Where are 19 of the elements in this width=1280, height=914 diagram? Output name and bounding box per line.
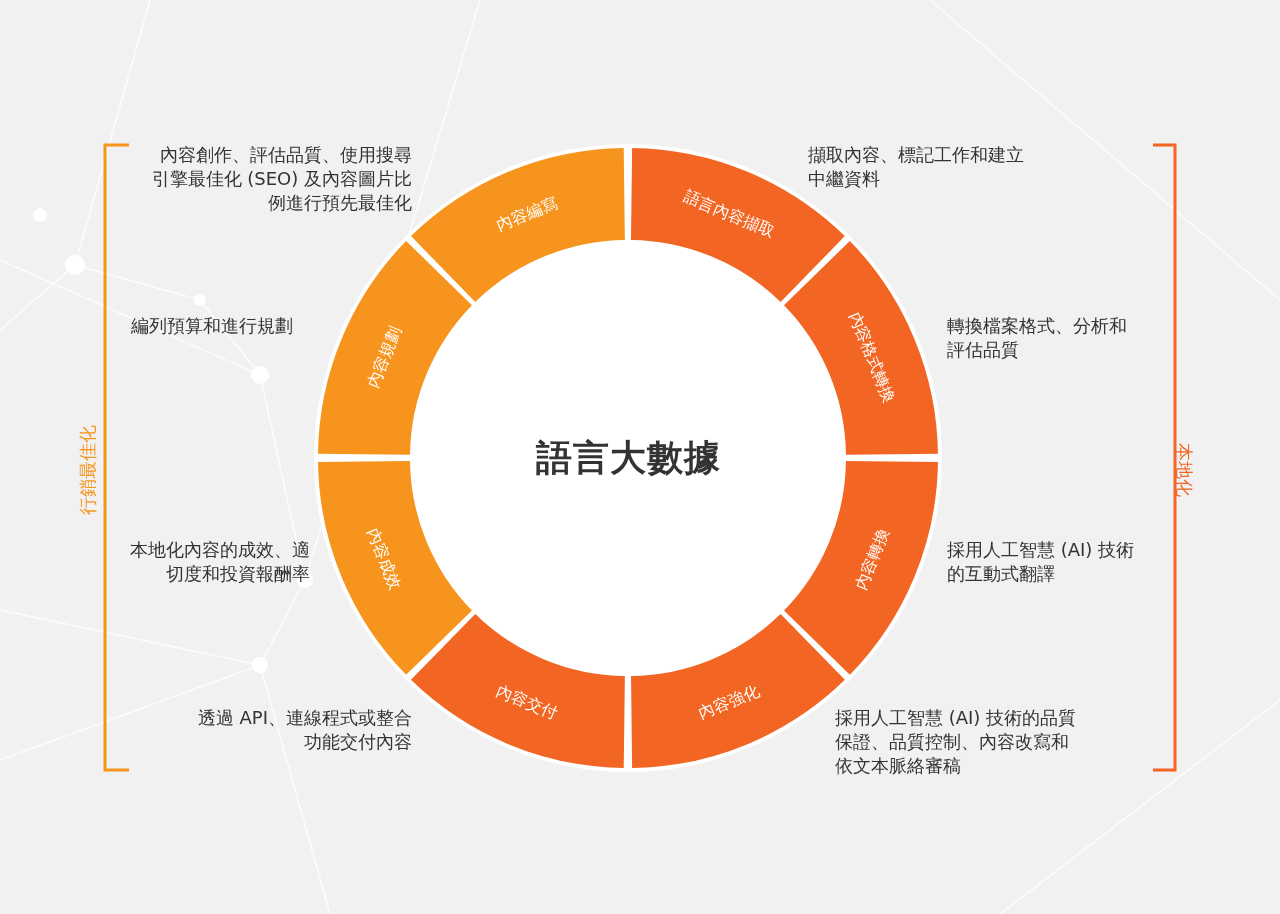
description-text: 轉換檔案格式、分析和評估品質 bbox=[947, 314, 1128, 362]
segment-label: 內容成效 bbox=[363, 526, 405, 592]
segment-label: 內容規劃 bbox=[363, 324, 405, 390]
segment-label: 內容交付 bbox=[494, 681, 560, 723]
description-text: 採用人工智慧 (AI) 技術的品質保證、品質控制、內容改寫和依文本脈絡審稿 bbox=[835, 706, 1078, 778]
description-text: 內容創作、評估品質、使用搜尋引擎最佳化 (SEO) 及內容圖片比例進行預先最佳化 bbox=[150, 143, 412, 215]
segment-label: 語言內容擷取 bbox=[681, 187, 777, 241]
group-label: 行銷最佳化 bbox=[76, 425, 99, 515]
description-text: 編列預算和進行規劃 bbox=[131, 314, 294, 338]
segment-label: 內容強化 bbox=[696, 681, 762, 723]
segment-label: 內容格式轉換 bbox=[845, 309, 899, 405]
segment-label: 內容轉換 bbox=[851, 526, 893, 592]
description-text: 透過 API、連線程式或整合功能交付內容 bbox=[196, 706, 412, 754]
description-text: 本地化內容的成效、適切度和投資報酬率 bbox=[129, 538, 310, 586]
segment-label: 內容編寫 bbox=[494, 193, 560, 235]
center-title: 語言大數據 bbox=[535, 435, 721, 480]
description-text: 擷取內容、標記工作和建立中繼資料 bbox=[808, 143, 1025, 191]
description-text: 採用人工智慧 (AI) 技術的互動式翻譯 bbox=[947, 538, 1136, 586]
group-label: 本地化 bbox=[1173, 443, 1196, 497]
